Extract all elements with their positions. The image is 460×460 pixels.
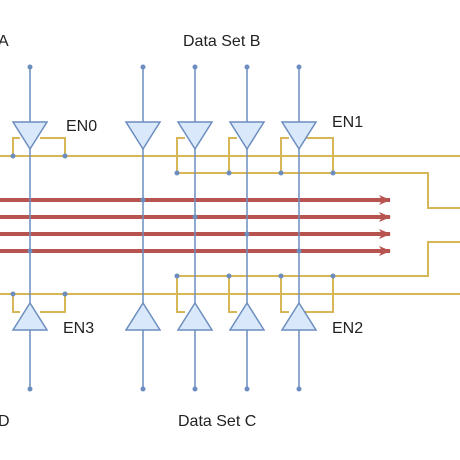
- buffer-b4: [280, 121, 318, 151]
- data-set-a-label: A: [0, 33, 9, 50]
- junction-dots: [10, 64, 336, 392]
- en2-label: EN2: [332, 320, 363, 337]
- buffer-d1: [11, 301, 49, 331]
- buffers-bottom: [11, 301, 318, 331]
- buffer-b3: [228, 121, 266, 151]
- en1-label: EN1: [332, 114, 363, 131]
- en3-label: EN3: [63, 320, 94, 337]
- en0-label: EN0: [66, 118, 97, 135]
- buffer-b2: [176, 121, 214, 151]
- data-set-c-label: Data Set C: [178, 413, 256, 430]
- buffer-a1: [11, 121, 49, 151]
- buffers-top: [11, 121, 318, 151]
- enable-wires: [0, 137, 460, 313]
- buffer-c2: [176, 301, 214, 331]
- buffer-b1: [124, 121, 162, 151]
- buffer-c3: [228, 301, 266, 331]
- signal-wires: [29, 67, 300, 389]
- enable-line-upper-inner: [177, 172, 460, 209]
- buffer-c4: [280, 301, 318, 331]
- enable-line-lower-inner: [177, 241, 460, 277]
- buffer-c1: [124, 301, 162, 331]
- data-set-d-label: D: [0, 413, 10, 430]
- data-set-b-label: Data Set B: [183, 33, 260, 50]
